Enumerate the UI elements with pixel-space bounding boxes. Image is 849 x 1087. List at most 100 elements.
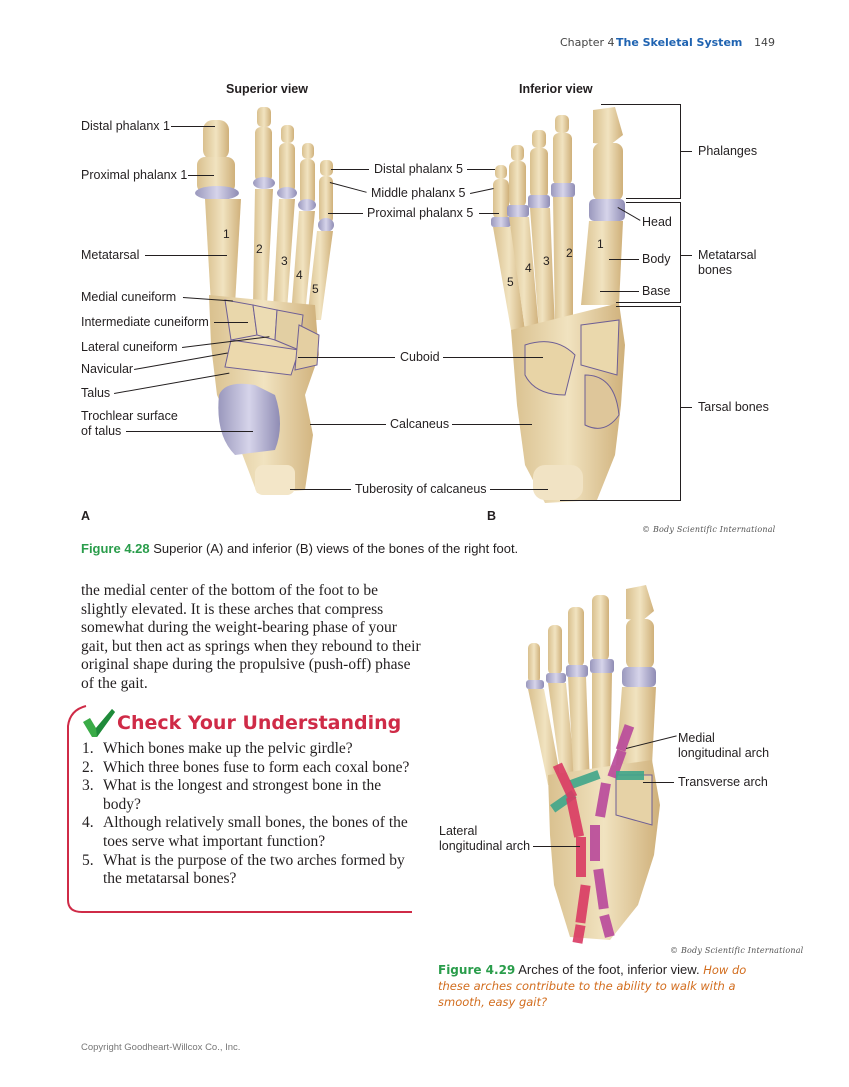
label-head: Head	[642, 215, 672, 229]
box-border	[67, 705, 412, 913]
panel-label-a: A	[81, 509, 91, 523]
leader-line	[310, 424, 386, 425]
label-distal-phalanx-1: Distal phalanx 1	[81, 119, 170, 133]
label-lateral-arch-1: Lateral	[439, 824, 478, 838]
label-tuberosity-of-calcaneus: Tuberosity of calcaneus	[355, 482, 487, 496]
label-metatarsal-bones-2: bones	[698, 263, 733, 277]
superior-view-title: Superior view	[226, 82, 308, 96]
label-distal-phalanx-5: Distal phalanx 5	[374, 162, 463, 176]
question-item: 1. Which bones make up the pelvic girdle?	[82, 740, 412, 759]
leader-line	[533, 846, 580, 847]
question-number: 5.	[82, 851, 94, 869]
metatarsal-number-3: 3	[281, 254, 288, 268]
bracket-tick	[680, 407, 692, 408]
leader-line	[145, 255, 227, 256]
label-proximal-phalanx-5: Proximal phalanx 5	[367, 206, 474, 220]
question-text: What is the longest and strongest bone i…	[103, 777, 382, 813]
bracket-tarsal	[560, 500, 681, 501]
question-list: 1. Which bones make up the pelvic girdle?…	[82, 740, 412, 889]
question-item: 4. Although relatively small bones, the b…	[82, 814, 412, 851]
cyu-title: Check Your Understanding	[117, 712, 402, 734]
question-text: Although relatively small bones, the bon…	[103, 814, 408, 850]
bracket-tick	[680, 255, 692, 256]
label-cuboid: Cuboid	[400, 350, 440, 364]
leader-line	[290, 489, 351, 490]
label-medial-arch-1: Medial	[678, 731, 715, 745]
metatarsal-number-1: 1	[597, 237, 604, 251]
question-item: 2. Which three bones fuse to form each co…	[82, 759, 412, 778]
label-lateral-cuneiform: Lateral cuneiform	[81, 340, 178, 354]
leader-line	[490, 489, 548, 490]
metatarsal-number-2: 2	[566, 246, 573, 260]
figure-caption: Figure 4.29 Arches of the foot, inferior…	[438, 962, 778, 1010]
question-text: Which bones make up the pelvic girdle?	[103, 740, 353, 757]
label-metatarsal: Metatarsal	[81, 248, 140, 262]
label-phalanges: Phalanges	[698, 144, 758, 158]
label-metatarsal-bones-1: Metatarsal	[698, 248, 757, 262]
metatarsal-number-5: 5	[312, 282, 319, 296]
label-middle-phalanx-5: Middle phalanx 5	[371, 186, 466, 200]
image-credit: © Body Scientific International	[670, 946, 804, 955]
metatarsal-number-2: 2	[256, 242, 263, 256]
leader-line	[609, 259, 639, 260]
body-paragraph: the medial center of the bottom of the f…	[81, 582, 421, 692]
question-number: 1.	[82, 740, 94, 757]
question-item: 5. What is the purpose of the two arches …	[82, 852, 412, 889]
checkmark-icon	[83, 709, 115, 737]
chapter-title: The Skeletal System	[616, 36, 743, 49]
figure-caption: Figure 4.28 Superior (A) and inferior (B…	[81, 541, 518, 556]
question-text: Which three bones fuse to form each coxa…	[103, 758, 410, 776]
label-base: Base	[642, 284, 671, 298]
label-trochlear-surface-1: Trochlear surface	[81, 409, 178, 423]
copyright-footer: Copyright Goodheart-Willcox Co., Inc.	[81, 1042, 241, 1053]
label-tarsal-bones: Tarsal bones	[698, 400, 769, 414]
leader-line	[126, 431, 253, 432]
bracket-metatarsal	[616, 302, 681, 303]
metatarsal-number-4: 4	[525, 261, 532, 275]
figure-number: Figure 4.29	[438, 963, 516, 977]
image-credit: © Body Scientific International	[642, 525, 776, 534]
leader-line	[188, 175, 214, 176]
question-text: What is the purpose of the two arches fo…	[103, 851, 405, 888]
leader-line	[467, 169, 495, 170]
leader-line	[214, 322, 248, 323]
bracket-phalanges	[601, 104, 680, 105]
arches-foot-illustration	[526, 585, 660, 944]
question-number: 2.	[82, 758, 94, 776]
label-trochlear-surface-2: of talus	[81, 424, 122, 438]
leader-line	[600, 291, 639, 292]
label-body: Body	[642, 252, 671, 266]
question-number: 4.	[82, 814, 94, 832]
leader-line	[171, 126, 215, 127]
label-talus: Talus	[81, 386, 111, 400]
label-lateral-arch-2: longitudinal arch	[439, 839, 531, 853]
leader-line	[452, 424, 532, 425]
panel-label-b: B	[487, 509, 497, 523]
inferior-view-title: Inferior view	[519, 82, 593, 96]
label-calcaneus: Calcaneus	[390, 417, 450, 431]
figure-number: Figure 4.28	[81, 541, 150, 556]
superior-foot-illustration	[195, 107, 334, 495]
metatarsal-number-3: 3	[543, 254, 550, 268]
leader-line	[643, 782, 674, 783]
page-number: 149	[754, 36, 775, 49]
question-item: 3. What is the longest and strongest bone…	[82, 777, 412, 814]
bracket-tick	[680, 151, 692, 152]
metatarsal-number-1: 1	[223, 227, 230, 241]
metatarsal-number-4: 4	[296, 268, 303, 282]
label-transverse-arch: Transverse arch	[678, 775, 768, 789]
bracket-tarsal	[680, 306, 681, 500]
bracket-phalanges	[626, 198, 681, 199]
label-navicular: Navicular	[81, 362, 134, 376]
inferior-foot-illustration	[491, 107, 625, 503]
metatarsal-number-5: 5	[507, 275, 514, 289]
leader-line	[479, 213, 499, 214]
bracket-metatarsal	[680, 202, 681, 302]
leader-line	[331, 169, 369, 170]
chapter-label: Chapter 4	[560, 36, 615, 49]
leader-line	[328, 213, 363, 214]
figure-caption-question: How do these arches contribute to the ab…	[438, 963, 747, 1009]
bracket-metatarsal	[626, 202, 681, 203]
label-intermediate-cuneiform: Intermediate cuneiform	[81, 315, 209, 329]
question-number: 3.	[82, 777, 94, 795]
